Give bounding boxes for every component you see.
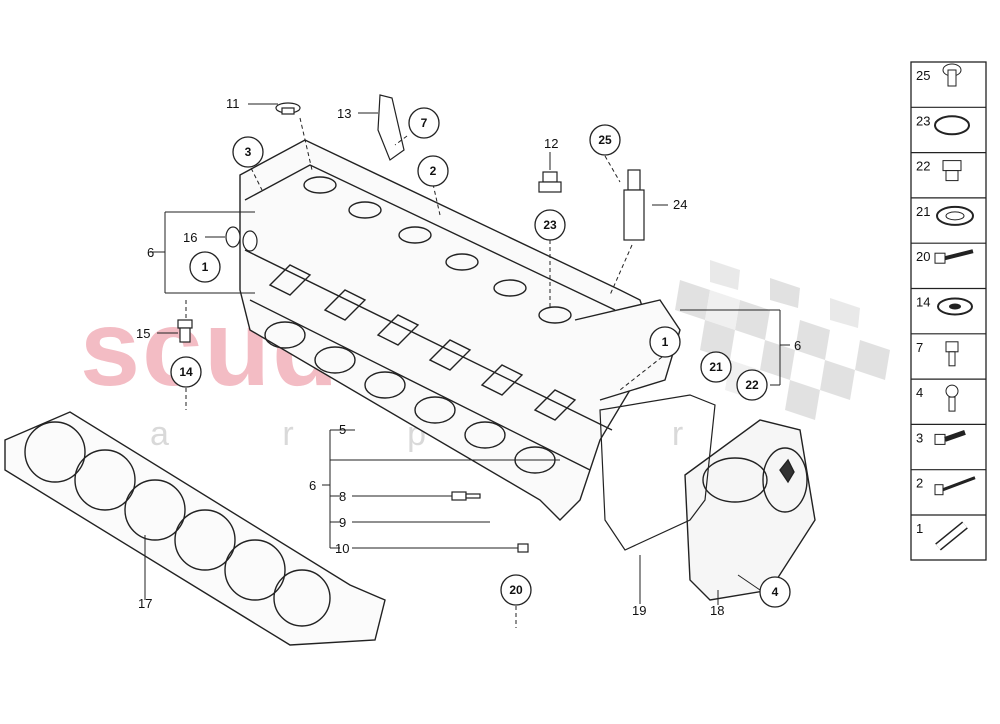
- part-labels: 11 13 12 24 6 16 15 6 5 6 8 9 10 17 19 1…: [136, 96, 801, 618]
- solenoid-24-icon: [623, 169, 645, 241]
- label-17: 17: [138, 596, 152, 611]
- callout-21: 21: [700, 351, 732, 383]
- legend-number: 23: [916, 113, 930, 128]
- legend-number: 4: [916, 385, 923, 400]
- label-5: 5: [339, 422, 346, 437]
- leader-lines: [144, 103, 790, 605]
- stud-bolt-icon: [934, 430, 966, 445]
- plug-15-icon: [177, 319, 193, 343]
- head-gasket: [4, 411, 386, 646]
- label-11: 11: [226, 96, 240, 111]
- label-6-right: 6: [794, 338, 801, 353]
- legend-number: 20: [916, 249, 930, 264]
- timing-cover: [684, 419, 816, 601]
- port-row: [264, 321, 556, 474]
- label-6-mid: 6: [309, 478, 316, 493]
- callout-1-right: 1: [649, 326, 681, 358]
- label-18: 18: [710, 603, 724, 618]
- legend-number: 1: [916, 521, 923, 536]
- label-15: 15: [136, 326, 150, 341]
- legend-number: 22: [916, 159, 930, 174]
- socket-bolt-icon: [945, 341, 959, 367]
- plug-12-icon: [538, 171, 562, 193]
- bolt-flanged-icon: [942, 63, 962, 87]
- short-bolt-icon: [945, 384, 959, 412]
- long-screw-icon: [934, 476, 976, 496]
- legend-number: 14: [916, 295, 930, 310]
- callout-23: 23: [534, 209, 566, 241]
- callout-20-text: 20: [509, 583, 523, 597]
- checkered-flag-icon: [675, 260, 890, 420]
- callout-7: 7: [408, 107, 440, 139]
- flat-washer-icon: [936, 205, 974, 226]
- label-8: 8: [339, 489, 346, 504]
- callouts: 3 7 2 25 23 1 14 1 21 22 20 4: [170, 107, 791, 608]
- callout-7-text: 7: [421, 116, 428, 130]
- ring-16-icon: [225, 226, 258, 252]
- legend-number: 3: [916, 430, 923, 445]
- callout-3-text: 3: [245, 145, 252, 159]
- callout-2-text: 2: [430, 164, 437, 178]
- cap-11-icon: [275, 102, 301, 115]
- label-9: 9: [339, 515, 346, 530]
- callout-2: 2: [417, 155, 449, 187]
- plug-screw-icon: [942, 160, 962, 182]
- callout-4-text: 4: [772, 585, 779, 599]
- label-19: 19: [632, 603, 646, 618]
- callout-21-text: 21: [709, 360, 723, 374]
- label-12: 12: [544, 136, 558, 151]
- callout-1-left-text: 1: [202, 260, 209, 274]
- bracket-13-icon: [377, 94, 405, 161]
- label-16: 16: [183, 230, 197, 245]
- cylinder-head: [239, 139, 681, 521]
- label-6-left: 6: [147, 245, 154, 260]
- label-24: 24: [673, 197, 687, 212]
- legend-number: 7: [916, 340, 923, 355]
- callout-14-text: 14: [179, 365, 193, 379]
- label-10: 10: [335, 541, 349, 556]
- cover-gasket: [599, 394, 716, 551]
- valve-lobe-row: [268, 264, 577, 421]
- callout-23-text: 23: [543, 218, 557, 232]
- callout-4: 4: [759, 576, 791, 608]
- bolt-8-icon: [451, 491, 481, 501]
- callout-3: 3: [232, 136, 264, 168]
- camshaft-cover-tube-row: [303, 176, 572, 324]
- callout-14: 14: [170, 356, 202, 388]
- callout-22: 22: [736, 369, 768, 401]
- legend-number: 25: [916, 68, 930, 83]
- screw-10-icon: [517, 543, 529, 553]
- seal-ring-icon: [934, 115, 970, 136]
- legend-number: 2: [916, 476, 923, 491]
- small-parts: [177, 94, 645, 553]
- thick-washer-icon: [937, 297, 973, 316]
- dowel-sleeve-icon: [935, 521, 968, 551]
- long-bolt-icon: [934, 249, 974, 264]
- callout-25-text: 25: [598, 133, 612, 147]
- callout-22-text: 22: [745, 378, 759, 392]
- label-13: 13: [337, 106, 351, 121]
- callout-20: 20: [500, 574, 532, 606]
- callout-1-left: 1: [189, 251, 221, 283]
- legend-number: 21: [916, 204, 930, 219]
- dashed-leaders: [185, 117, 663, 628]
- callout-25: 25: [589, 124, 621, 156]
- callout-1-right-text: 1: [662, 335, 669, 349]
